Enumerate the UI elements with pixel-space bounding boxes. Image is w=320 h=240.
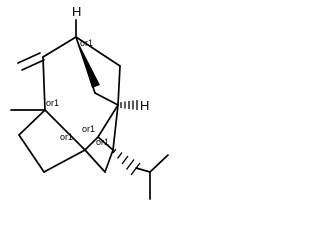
- stereo-label-c-center: or1: [82, 124, 95, 134]
- bond-methylene-a: [21, 59, 45, 71]
- bond-bridge-c6: [94, 92, 119, 106]
- bond-c5-c8: [43, 149, 86, 173]
- hashed-bond-isopropyl: [112, 148, 141, 176]
- bond-c8-c9: [84, 136, 99, 151]
- bond-c3-c4: [18, 109, 46, 136]
- bond-ch-me1: [149, 154, 169, 173]
- bond-c9-c6: [97, 104, 119, 138]
- bond-c6-c10: [112, 104, 119, 151]
- stereo-label-c-top: or1: [80, 38, 93, 48]
- bond-c11-c5b: [84, 149, 106, 173]
- wedge-bond-bridge: [77, 40, 100, 88]
- bond-c10-c11: [104, 149, 114, 173]
- bond-c4-c5: [18, 134, 45, 173]
- atom-label-h-top: H: [72, 4, 81, 19]
- bond-hash-to-ch: [135, 167, 151, 173]
- bond-c2-c1: [42, 36, 77, 58]
- stereo-label-c-left: or1: [46, 98, 59, 108]
- bond-c3-c8: [44, 109, 86, 151]
- bond-methylene-b: [17, 52, 41, 64]
- bond-c7-c6: [117, 65, 121, 106]
- stereo-label-c-bridge-right: or1: [96, 137, 109, 147]
- hashed-bond-h-right: [120, 100, 138, 110]
- stereo-label-c-bridge-left: or1: [60, 132, 73, 142]
- molecule-structure: H H or1 or1 or1 or1 or1: [10, 4, 169, 200]
- bond-c1-c7: [75, 36, 121, 67]
- bond-c2-c3: [42, 56, 46, 111]
- atom-label-h-right: H: [140, 98, 149, 113]
- bond-c9-c10: [97, 136, 114, 151]
